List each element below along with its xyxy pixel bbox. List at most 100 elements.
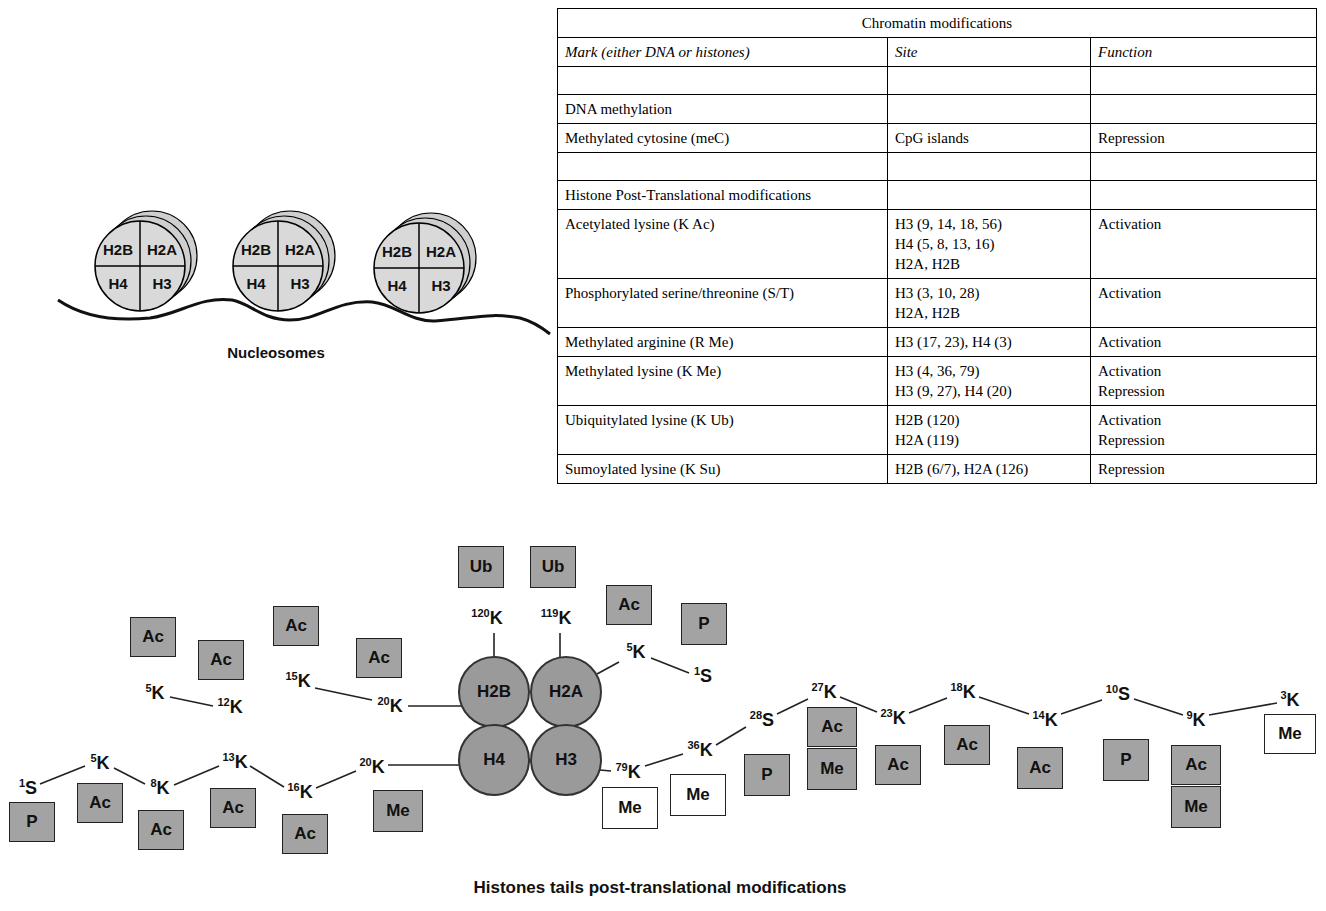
table-cell: Site xyxy=(888,38,1091,67)
residue-letter: K xyxy=(230,697,243,717)
residue-label: 36K xyxy=(687,741,712,759)
modification-box: Ac xyxy=(130,617,176,657)
modification-mark: P xyxy=(26,812,37,832)
table-row: Sumoylated lysine (K Su)H2B (6/7), H2A (… xyxy=(558,455,1317,484)
table-text: H4 (5, 8, 13, 16) xyxy=(895,234,1083,254)
histone-tails xyxy=(40,633,1277,788)
table-text: Methylated arginine (R Me) xyxy=(565,332,880,352)
table-row xyxy=(558,67,1317,95)
modification-box: Ac xyxy=(138,810,184,850)
residue-label: 120K xyxy=(471,609,502,627)
residue-position: 5 xyxy=(90,752,96,764)
table-text: Activation xyxy=(1098,361,1309,381)
residue-label: 5K xyxy=(90,754,109,772)
histone-name: H2B xyxy=(241,241,271,258)
tail-line xyxy=(1134,699,1183,715)
table-cell: H3 (9, 14, 18, 56)H4 (5, 8, 13, 16)H2A, … xyxy=(888,210,1091,279)
modification-table: Chromatin modificationsMark (either DNA … xyxy=(557,8,1317,484)
modification-box: Me xyxy=(373,790,423,832)
residue-letter: S xyxy=(700,666,712,686)
table-text: H2A, H2B xyxy=(895,303,1083,323)
modification-box: P xyxy=(9,802,55,842)
residue-letter: K xyxy=(893,708,906,728)
residue-position: 8 xyxy=(150,777,156,789)
residue-label: 12K xyxy=(217,698,242,716)
residue-position: 9 xyxy=(1186,709,1192,721)
modification-mark: Me xyxy=(618,798,642,818)
histone-circle: H3 xyxy=(530,724,602,796)
residue-letter: K xyxy=(97,753,110,773)
table-text: Methylated lysine (K Me) xyxy=(565,361,880,381)
table-cell: H3 (4, 36, 79)H3 (9, 27), H4 (20) xyxy=(888,357,1091,406)
modification-mark: Ub xyxy=(470,557,493,577)
modification-mark: Ac xyxy=(368,648,390,668)
table-cell: CpG islands xyxy=(888,124,1091,153)
modification-mark: Ac xyxy=(89,793,111,813)
table-text: Activation xyxy=(1098,332,1309,352)
modification-box: Ub xyxy=(530,546,576,588)
disc-outline xyxy=(373,222,465,314)
tail-line xyxy=(559,633,561,657)
table-cell: Acetylated lysine (K Ac) xyxy=(558,210,888,279)
histone-name: H4 xyxy=(483,750,505,770)
figure-caption: Histones tails post-translational modifi… xyxy=(473,878,846,898)
residue-label: 13K xyxy=(222,753,247,771)
table-cell: Function xyxy=(1091,38,1317,67)
table-cell xyxy=(888,181,1091,210)
modification-mark: Ac xyxy=(150,820,172,840)
histone-circle: H2A xyxy=(530,656,602,728)
table-row: Mark (either DNA or histones)SiteFunctio… xyxy=(558,38,1317,67)
tail-line xyxy=(250,766,284,787)
table-row: Methylated cytosine (meC)CpG islandsRepr… xyxy=(558,124,1317,153)
nucleosome-disc: H2BH2AH4H3 xyxy=(232,220,324,312)
residue-position: 12 xyxy=(217,696,229,708)
modification-mark: Ac xyxy=(1029,758,1051,778)
table-text: H3 (4, 36, 79) xyxy=(895,361,1083,381)
modification-box: Me xyxy=(602,787,658,829)
tail-line xyxy=(777,699,808,714)
table-cell: Ubiquitylated lysine (K Ub) xyxy=(558,406,888,455)
residue-label: 18K xyxy=(950,683,975,701)
table-text: Histone Post-Translational modifications xyxy=(565,185,880,205)
table-cell xyxy=(1091,153,1317,181)
residue-label: 15K xyxy=(285,672,310,690)
modification-mark: Me xyxy=(1278,724,1302,744)
table-text: Activation xyxy=(1098,283,1309,303)
modification-mark: Ac xyxy=(142,627,164,647)
table-cell: Repression xyxy=(1091,455,1317,484)
table-cell: H2B (6/7), H2A (126) xyxy=(888,455,1091,484)
table-text: H3 (9, 27), H4 (20) xyxy=(895,381,1083,401)
table-cell xyxy=(1091,67,1317,95)
residue-letter: K xyxy=(235,752,248,772)
modification-box: Ac xyxy=(282,814,328,854)
residue-label: 79K xyxy=(615,763,640,781)
residue-position: 20 xyxy=(377,695,389,707)
residue-position: 27 xyxy=(811,681,823,693)
table-text: H2A (119) xyxy=(895,430,1083,450)
table-text: Methylated cytosine (meC) xyxy=(565,128,880,148)
table-cell: Activation xyxy=(1091,210,1317,279)
histone-name: H4 xyxy=(108,275,127,292)
modification-mark: Ac xyxy=(821,717,843,737)
table-cell: Methylated lysine (K Me) xyxy=(558,357,888,406)
residue-position: 28 xyxy=(750,709,762,721)
table-cell: Phosphorylated serine/threonine (S/T) xyxy=(558,279,888,328)
residue-letter: K xyxy=(824,682,837,702)
table-cell: Activation xyxy=(1091,279,1317,328)
tail-line xyxy=(316,771,356,788)
table-cell xyxy=(888,95,1091,124)
modification-box: P xyxy=(681,603,727,645)
tail-line xyxy=(979,697,1029,714)
histone-name: H4 xyxy=(246,275,265,292)
histone-name: H2B xyxy=(103,241,133,258)
residue-label: 20K xyxy=(359,758,384,776)
residue-label: 14K xyxy=(1032,711,1057,729)
tail-line xyxy=(716,727,746,745)
residue-letter: K xyxy=(490,608,503,628)
disc-outline xyxy=(232,220,324,312)
residue-label: 23K xyxy=(880,709,905,727)
residue-position: 10 xyxy=(1106,683,1118,695)
table-text: Repression xyxy=(1098,430,1309,450)
residue-letter: S xyxy=(762,710,774,730)
table-cell: Methylated cytosine (meC) xyxy=(558,124,888,153)
